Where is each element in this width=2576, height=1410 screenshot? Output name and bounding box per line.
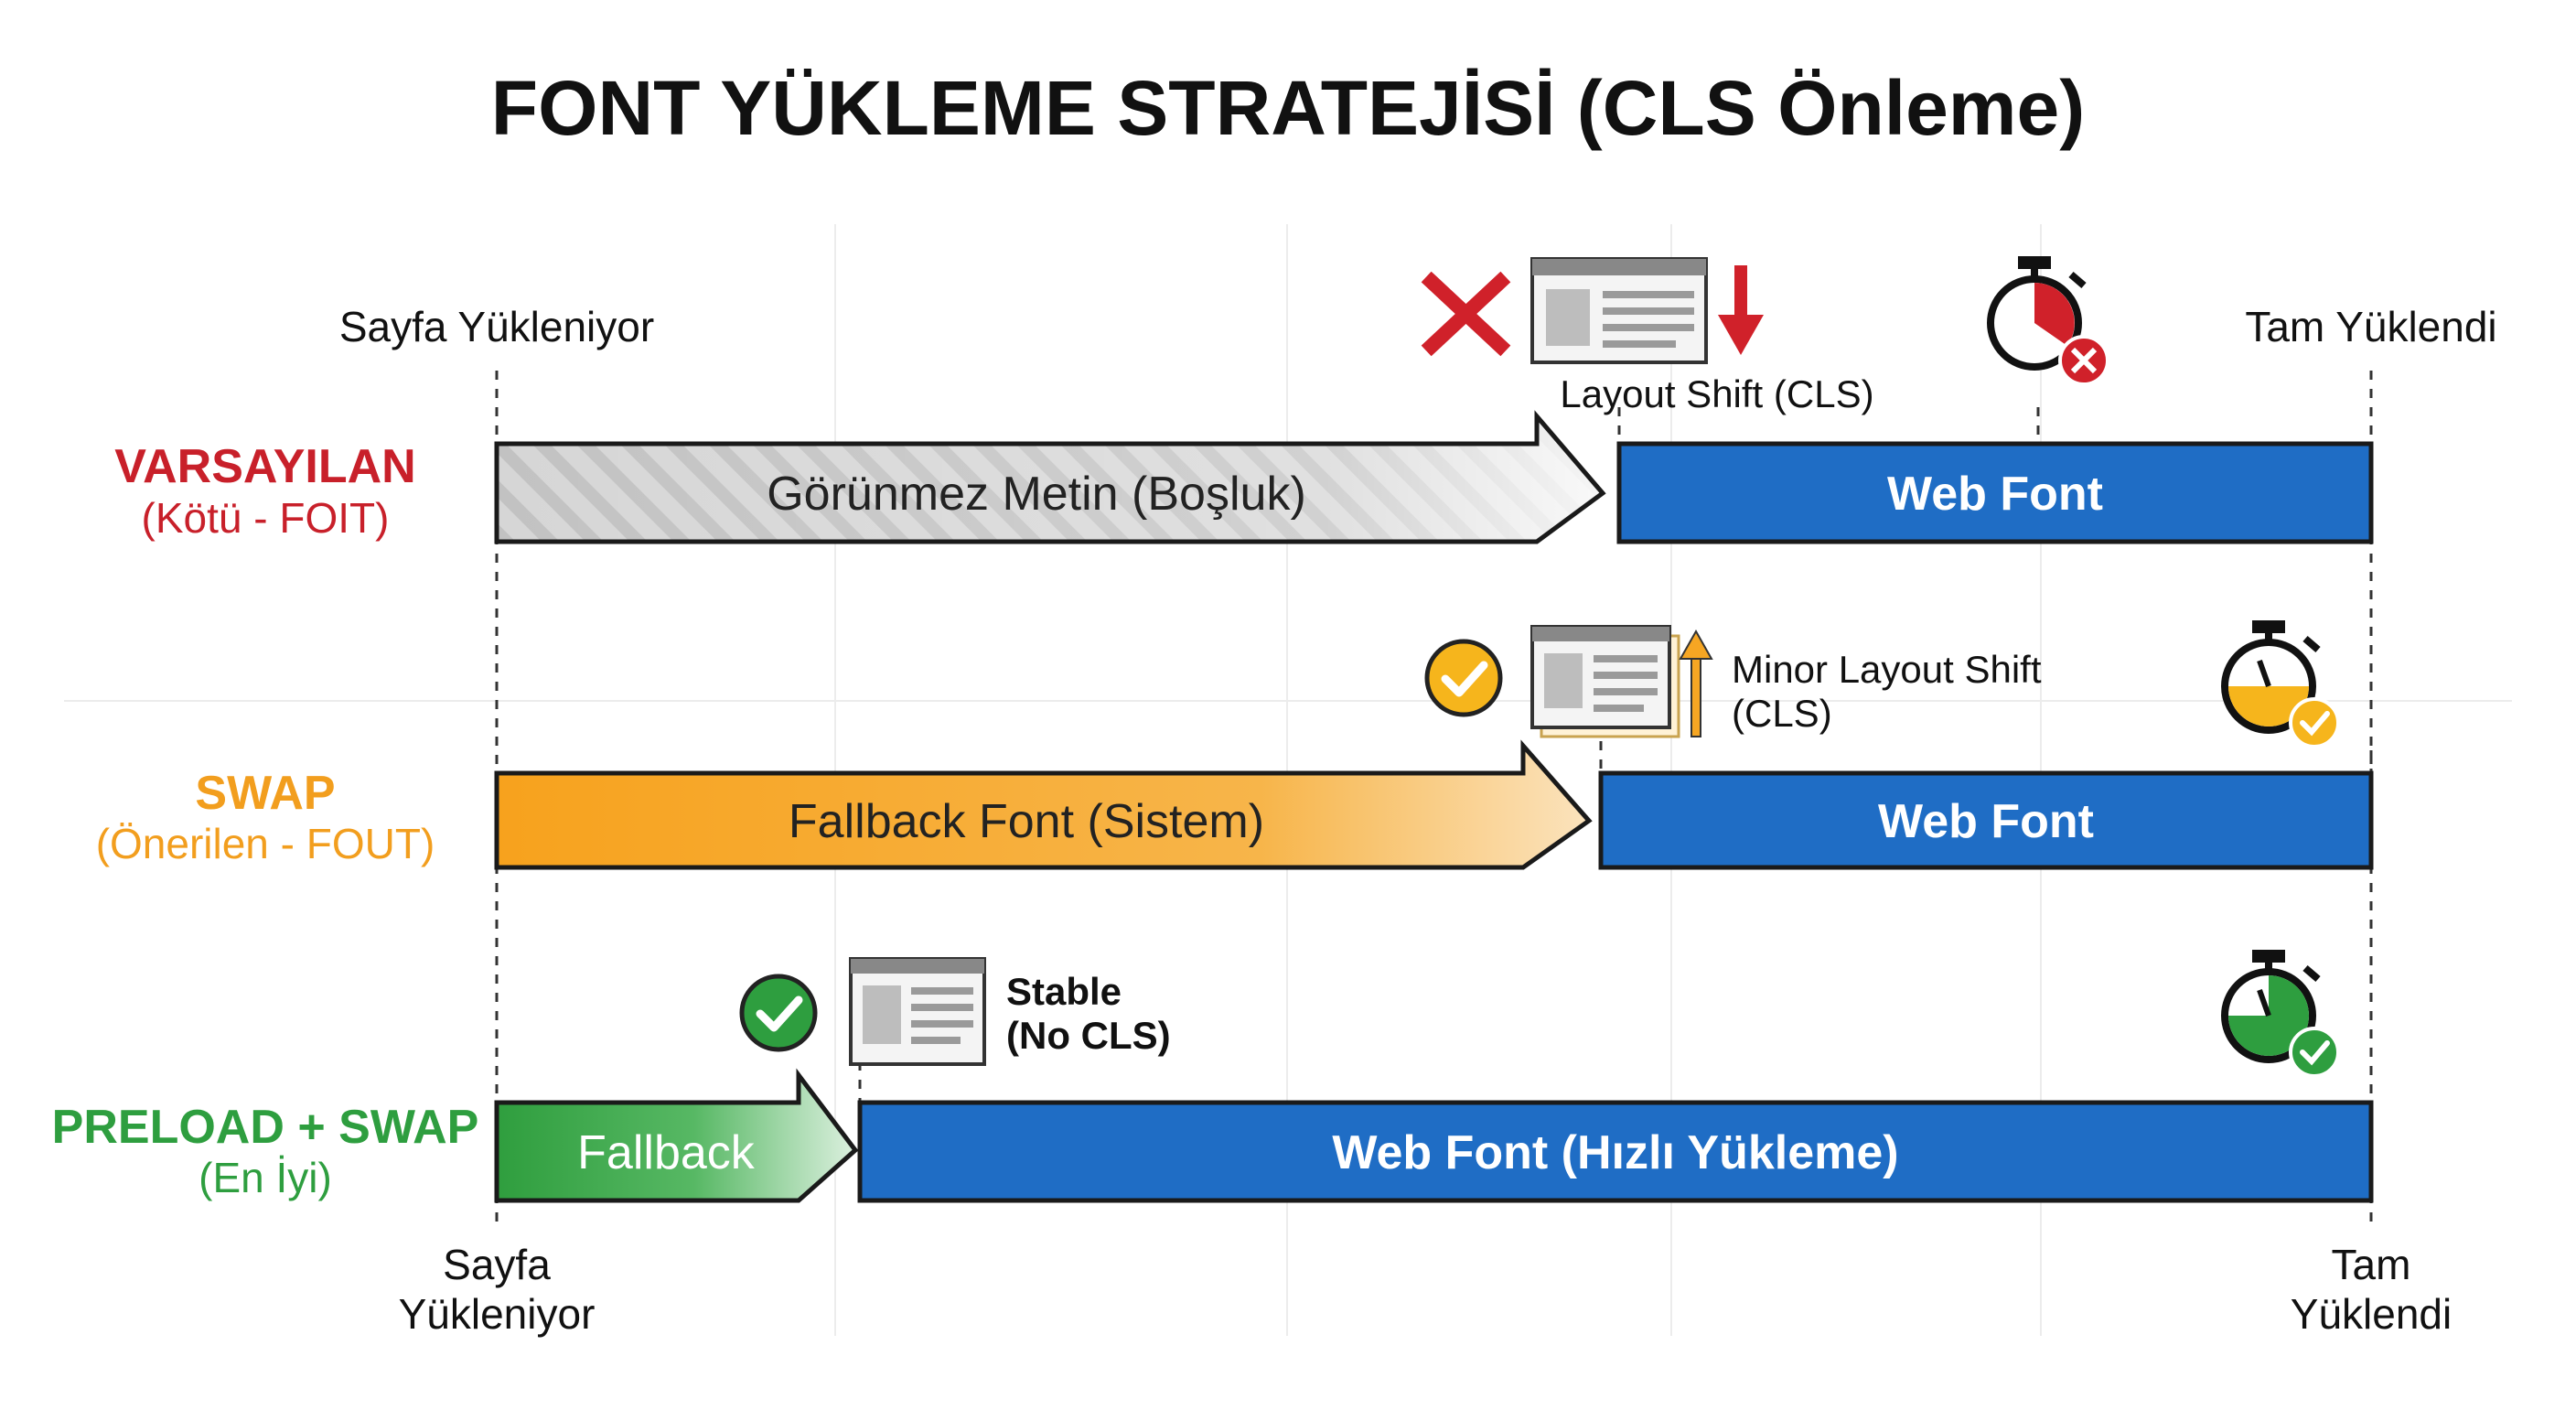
row-swap-annotation-1: Minor Layout Shift [1732, 648, 2042, 691]
timeline-start-bottom-2: Yükleniyor [399, 1290, 596, 1338]
row-default: VARSAYILAN (Kötü - FOIT) Görünmez Metin … [114, 256, 2374, 544]
stopwatch-fail-icon [1987, 256, 2109, 386]
row-preload-annotation-1: Stable [1006, 970, 1122, 1013]
row-default-invisible-phase: Görünmez Metin (Boşluk) [494, 410, 1606, 544]
check-circle-icon [1424, 639, 1503, 717]
page-layout-icon [849, 957, 986, 1066]
timeline-end-bottom-2: Yüklendi [2291, 1290, 2452, 1338]
row-preload-annotation-2: (No CLS) [1006, 1014, 1171, 1057]
row-default-webfont-label: Web Font [1887, 468, 2103, 521]
page-title: FONT YÜKLEME STRATEJİSİ (CLS Önleme) [491, 65, 2085, 151]
check-circle-icon [739, 974, 818, 1052]
row-preload-label: PRELOAD + SWAP [52, 1101, 479, 1154]
page-layout-icon [1530, 257, 1708, 364]
row-swap-webfont-phase: Web Font [1598, 770, 2374, 870]
row-preload-sublabel: (En İyi) [199, 1154, 332, 1201]
row-preload-fallback-phase: Fallback [494, 1068, 859, 1203]
row-default-annotation: Layout Shift (CLS) [1560, 372, 1873, 415]
arrow-down-icon [1718, 265, 1764, 355]
stopwatch-partial-icon [2221, 620, 2340, 748]
row-default-label: VARSAYILAN [114, 440, 415, 493]
row-swap: SWAP (Önerilen - FOUT) Fallback Font (Si… [96, 620, 2374, 870]
row-swap-webfont-label: Web Font [1878, 795, 2094, 848]
timeline-end-top: Tam Yüklendi [2245, 303, 2496, 350]
row-preload-webfont-phase: Web Font (Hızlı Yükleme) [857, 1100, 2374, 1203]
row-default-invisible-label: Görünmez Metin (Boşluk) [767, 468, 1306, 521]
timeline-start-bottom-1: Sayfa [443, 1241, 551, 1288]
row-default-webfont-phase: Web Font [1616, 441, 2374, 544]
row-swap-sublabel: (Önerilen - FOUT) [96, 820, 435, 867]
cross-icon [1421, 271, 1511, 357]
row-swap-annotation-2: (CLS) [1732, 692, 1832, 735]
stopwatch-success-icon [2221, 950, 2340, 1078]
row-preload-fallback-label: Fallback [577, 1126, 756, 1179]
row-swap-fallback-label: Fallback Font (Sistem) [789, 795, 1264, 848]
row-preload: PRELOAD + SWAP (En İyi) Fallback Web Fon… [52, 950, 2374, 1203]
timeline-start-top: Sayfa Yükleniyor [339, 303, 654, 350]
row-swap-label: SWAP [195, 767, 335, 820]
timeline-end-bottom-1: Tam [2332, 1241, 2411, 1288]
page-layout-icon [1530, 625, 1680, 738]
row-preload-webfont-label: Web Font (Hızlı Yükleme) [1332, 1126, 1898, 1179]
arrow-up-icon [1679, 629, 1713, 737]
row-swap-fallback-phase: Fallback Font (Sistem) [494, 739, 1593, 870]
row-default-sublabel: (Kötü - FOIT) [142, 494, 390, 542]
